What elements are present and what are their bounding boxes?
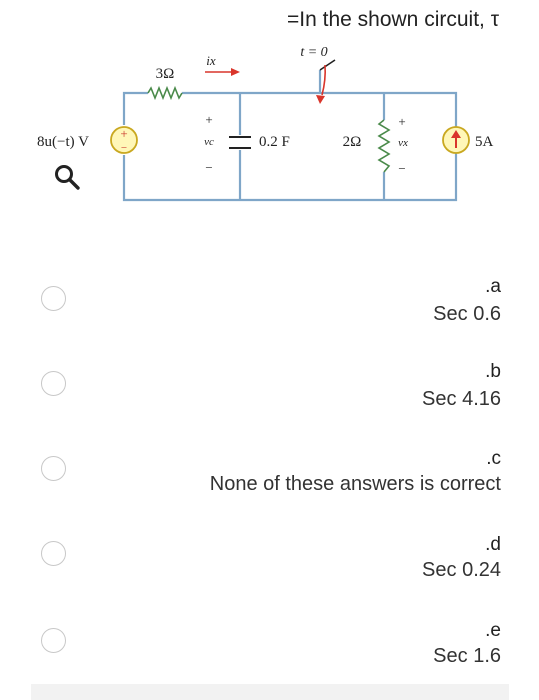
option-c-text: None of these answers is correct bbox=[209, 473, 501, 495]
circuit-diagram: + − t = 0 3Ω ix 8u(−t) V + vc − 0.2 F 2Ω… bbox=[37, 45, 494, 202]
option-b-text: Sec 4.16 bbox=[422, 388, 501, 410]
svg-text:+: + bbox=[120, 126, 127, 141]
question-title: =In the shown circuit, τ bbox=[287, 8, 499, 31]
voltage-source: + − bbox=[110, 126, 138, 154]
vx-label: vx bbox=[398, 137, 408, 149]
switch-label: t = 0 bbox=[300, 45, 327, 60]
option-e-text: Sec 1.6 bbox=[433, 645, 501, 667]
ix-label: ix bbox=[206, 53, 216, 68]
current-source bbox=[442, 126, 470, 154]
option-c[interactable]: .c None of these answers is correct bbox=[0, 442, 539, 512]
option-c-letter: .c bbox=[486, 448, 501, 469]
vc-minus: − bbox=[205, 160, 212, 175]
radio-button-d[interactable] bbox=[41, 541, 66, 566]
option-d[interactable]: .d Sec 0.24 bbox=[0, 528, 539, 598]
option-d-text: Sec 0.24 bbox=[422, 559, 501, 581]
r1-label: 3Ω bbox=[156, 66, 175, 82]
option-b-letter: .b bbox=[485, 361, 501, 382]
bottom-bar bbox=[31, 684, 509, 700]
resistor-2ohm bbox=[377, 119, 391, 173]
switch bbox=[316, 59, 336, 104]
option-e[interactable]: .e Sec 1.6 bbox=[0, 614, 539, 684]
search-icon[interactable] bbox=[53, 163, 81, 193]
capacitor-label: 0.2 F bbox=[259, 134, 290, 150]
option-d-letter: .d bbox=[485, 534, 501, 555]
vc-plus: + bbox=[205, 112, 212, 127]
option-e-letter: .e bbox=[485, 620, 501, 641]
r2-label: 2Ω bbox=[343, 134, 362, 150]
vx-plus: + bbox=[398, 114, 405, 129]
circuit-wires bbox=[122, 70, 458, 202]
option-a-letter: .a bbox=[485, 276, 501, 297]
capacitor bbox=[229, 136, 251, 149]
radio-button-e[interactable] bbox=[41, 628, 66, 653]
option-a-text: Sec 0.6 bbox=[433, 303, 501, 325]
option-b[interactable]: .b Sec 4.16 bbox=[0, 355, 539, 425]
vx-minus: − bbox=[398, 161, 405, 176]
ix-arrow bbox=[205, 68, 240, 76]
source-label: 8u(−t) V bbox=[37, 134, 89, 150]
radio-button-a[interactable] bbox=[41, 286, 66, 311]
radio-button-c[interactable] bbox=[41, 456, 66, 481]
resistor-3ohm bbox=[147, 85, 183, 101]
option-a[interactable]: .a Sec 0.6 bbox=[0, 270, 539, 340]
current-source-label: 5A bbox=[475, 134, 494, 150]
radio-button-b[interactable] bbox=[41, 371, 66, 396]
svg-text:−: − bbox=[121, 142, 127, 154]
vc-label: vc bbox=[204, 136, 214, 148]
